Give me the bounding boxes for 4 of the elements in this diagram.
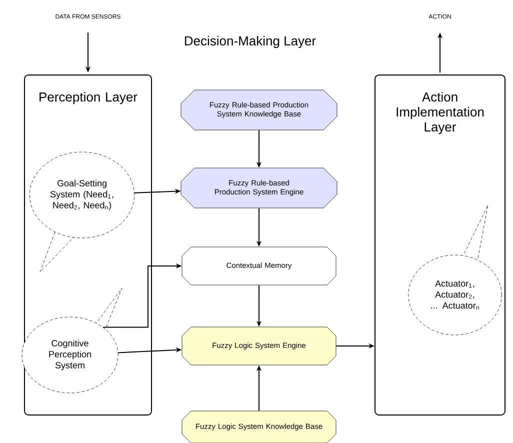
speech-bubble: Goal-Setting System (Need$_{1}$, Need$_{2}$, Need$_{n}$) [29, 152, 135, 272]
speech-bubble: Cognitive Perception System [22, 288, 122, 394]
title: Decision-Making Layer [184, 36, 316, 48]
speech-bubble: Actuator$_{1}$, Actuator$_{2}$, ... Actuator$_{n}$ [408, 204, 502, 336]
